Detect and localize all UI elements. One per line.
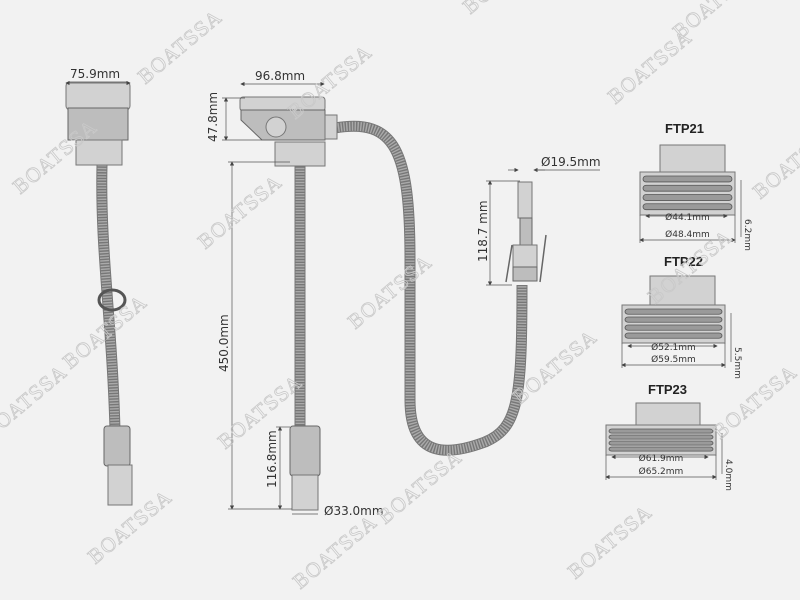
thread-ridge [642,175,733,183]
nozzle [505,181,547,283]
thread-ridge [642,194,733,201]
thread-ridge [642,184,733,192]
nozzle-diameter-label: Ø19.5mm [541,155,601,169]
thread-ridge [642,203,733,211]
adapter-neck [635,402,701,426]
thread-ridge [624,332,723,339]
thread-ridge [608,446,714,452]
outer-diameter-label: Ø59.5mm [651,354,696,365]
thread-ridge [624,324,723,331]
main-pump [239,96,528,511]
main-pump-length-label: 450.0mm [217,314,231,372]
main-pump-width-label: 96.8mm [255,69,305,83]
thread-ridge [624,308,723,315]
outer-diameter-label: Ø65.2mm [639,466,684,477]
outer-diameter-label: Ø48.4mm [665,229,710,240]
inner-diameter-label: Ø61.9mm [639,453,684,464]
watermark-text: BOATSSA [134,7,226,89]
float-length-label: 116.8mm [265,430,279,488]
adapter-title: FTP21 [665,121,704,136]
thread-ridge [608,428,714,434]
adapter-title: FTP23 [648,382,687,397]
main-pump-height-label: 47.8mm [206,92,220,142]
nozzle-dimensions: Ø19.5mm 118.7 mm [476,155,601,286]
watermark-text: BOATSSA [709,362,800,444]
watermark-text: BOATSSA [749,122,800,204]
watermark-text: BOATSSA [344,252,436,334]
left-pump [65,81,133,506]
watermark-text: BOATSSA [289,512,381,594]
watermark-text: BOATSSA [564,502,656,584]
watermark-text: BOATSSA [459,0,551,19]
inner-diameter-label: Ø44.1mm [665,212,710,223]
main-pump-dimensions: 96.8mm 47.8mm 450.0mm 116.8mm Ø33.0mm [206,69,384,518]
thread-pitch-label: 4.0mm [723,459,733,491]
adapter-title: FTP22 [664,254,703,269]
left-pump-width-label: 75.9mm [70,67,120,81]
thread-ridge [624,316,723,323]
watermark-text: BOATSSA [194,172,286,254]
thread-ridge [608,434,714,440]
float-diameter-label: Ø33.0mm [324,504,384,518]
nozzle-length-label: 118.7 mm [476,200,490,262]
thread-ridge [608,440,714,446]
inner-diameter-label: Ø52.1mm [651,342,696,353]
thread-pitch-label: 5.5mm [732,347,742,379]
adapter-neck [659,144,726,173]
thread-pitch-label: 6.2mm [742,219,752,251]
watermark-text: BOATSSA [374,447,466,529]
adapter-neck [649,275,716,306]
watermark-text: BOATSSA [0,362,71,444]
left-pump-width-dimension: 75.9mm [65,67,131,86]
watermark-text: BOATSSA [669,0,761,44]
